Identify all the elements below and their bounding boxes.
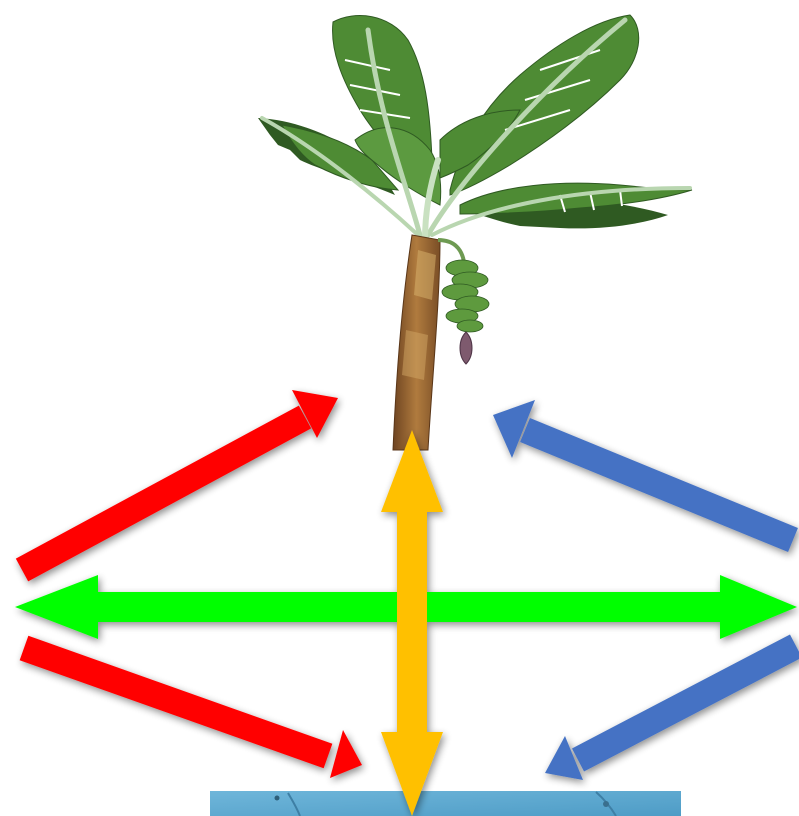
- red-arrow-to-micrograph: [24, 648, 362, 778]
- micrograph-cell-spot: [275, 796, 280, 801]
- bunch-stalk: [438, 240, 464, 262]
- banana-flower: [460, 332, 472, 364]
- trunk-sheath: [402, 330, 428, 380]
- blue-arrow-to-plant: [493, 400, 793, 540]
- microscope-image-icon: [210, 791, 681, 816]
- banana-plant-icon: [258, 15, 692, 450]
- blue-arrow-to-micrograph: [545, 646, 796, 780]
- banana-bunch: [442, 260, 489, 332]
- yellow-double-arrow: [381, 430, 443, 816]
- micrograph-panel: [210, 791, 681, 816]
- arrows-layer: [15, 390, 797, 816]
- red-arrow-to-plant: [22, 390, 338, 570]
- micrograph-cell-spot: [603, 801, 609, 807]
